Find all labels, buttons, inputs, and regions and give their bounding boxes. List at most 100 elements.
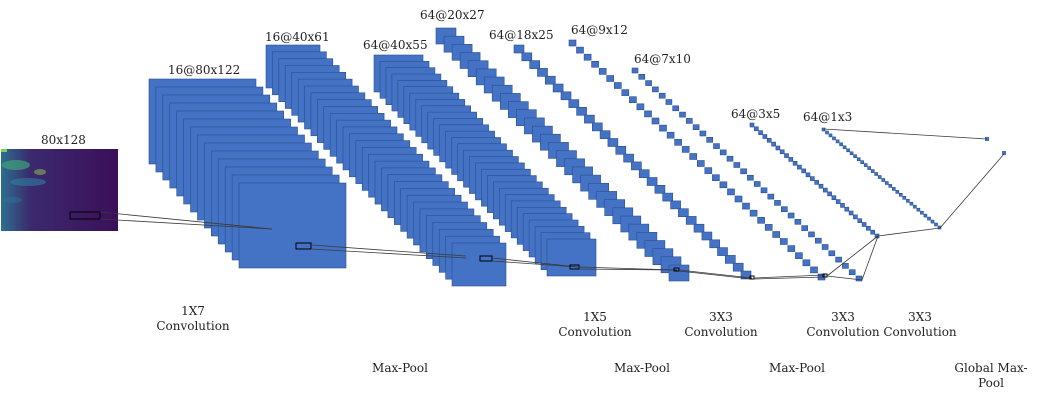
feature-map <box>658 92 666 99</box>
feature-map <box>764 224 773 231</box>
feature-map <box>855 275 863 282</box>
feature-map <box>848 269 856 276</box>
connector-line <box>939 153 1005 229</box>
feature-map <box>599 130 611 139</box>
feature-map <box>839 142 843 147</box>
feature-map <box>749 209 758 217</box>
feature-map <box>685 216 697 225</box>
feature-map <box>568 99 580 108</box>
feature-map <box>888 184 893 188</box>
op-type: Convolution <box>806 325 880 339</box>
feature-map <box>788 157 794 162</box>
feature-map <box>913 204 917 209</box>
feature-map <box>712 174 720 181</box>
feature-map <box>584 114 595 124</box>
feature-map <box>552 83 564 93</box>
layer-9-label: 64@1x3 <box>803 110 853 124</box>
feature-map <box>853 214 858 220</box>
feature-map <box>842 263 849 269</box>
connector-line <box>578 268 678 271</box>
kernel-connectors <box>99 128 1005 281</box>
feature-map <box>693 223 705 233</box>
kernel-box <box>479 255 493 262</box>
feature-map <box>742 202 750 210</box>
connector-line <box>310 244 467 257</box>
feature-map <box>795 252 803 259</box>
layer-7-label: 64@7x10 <box>634 52 691 66</box>
feature-map <box>805 172 811 178</box>
feature-map-stack-1 <box>148 78 347 269</box>
feature-map <box>529 60 541 69</box>
feature-map <box>726 155 734 162</box>
feature-map <box>753 181 761 187</box>
feature-map <box>740 270 752 280</box>
feature-map <box>825 130 829 135</box>
feature-map <box>895 190 900 194</box>
feature-map <box>734 195 743 203</box>
feature-map <box>775 145 781 151</box>
feature-map <box>696 160 705 167</box>
feature-map <box>772 231 781 238</box>
feature-map <box>902 196 907 200</box>
feature-map <box>757 217 765 224</box>
feature-map <box>891 187 896 191</box>
feature-map <box>662 192 674 202</box>
feature-map <box>672 105 680 112</box>
connector-line <box>491 260 579 268</box>
feature-map <box>646 177 658 186</box>
feature-map <box>606 75 615 82</box>
feature-map <box>753 126 759 132</box>
feature-map <box>881 178 886 182</box>
feature-map <box>651 117 660 125</box>
feature-map <box>808 231 815 238</box>
layer-3-label: 64@40x55 <box>363 38 428 52</box>
layer-1-label: 16@80x122 <box>168 63 241 77</box>
feature-map <box>719 181 728 189</box>
kernel-box <box>673 267 680 272</box>
feature-map-stack-4 <box>435 27 690 282</box>
op-1x7-convolution: 1X7 Convolution <box>150 304 236 334</box>
feature-map-stack-2 <box>265 44 507 287</box>
op-type: Max-Pool <box>372 361 428 375</box>
feature-map <box>840 203 845 208</box>
feature-map <box>583 53 592 61</box>
feature-map <box>732 262 744 272</box>
feature-map <box>636 103 645 111</box>
connector-line <box>491 257 579 268</box>
feature-map <box>747 174 754 181</box>
op-kernel-size: 3X3 <box>709 310 733 324</box>
output-node-2 <box>1002 151 1006 155</box>
connector-line <box>99 211 273 230</box>
connector-line <box>678 269 753 279</box>
layer-6-label: 64@9x12 <box>571 23 628 37</box>
connector-line <box>99 218 273 230</box>
connector-line <box>678 270 753 280</box>
feature-map <box>665 99 673 105</box>
feature-map <box>678 208 689 217</box>
feature-map <box>802 259 811 267</box>
feature-map <box>835 139 840 144</box>
layer-2-label: 16@40x61 <box>265 30 330 44</box>
op-type: Global Max- <box>954 361 1028 375</box>
feature-map <box>724 255 736 264</box>
feature-map <box>638 169 650 178</box>
feature-map <box>828 133 833 138</box>
feature-map <box>615 146 627 155</box>
op-kernel-size: 3X3 <box>908 310 932 324</box>
feature-map <box>780 206 788 212</box>
feature-map <box>809 176 815 181</box>
feature-map <box>909 201 914 206</box>
feature-map <box>652 86 659 93</box>
feature-map <box>849 151 854 156</box>
op-max-pool-3: Max-Pool <box>757 361 837 376</box>
op-3x3-convolution-1: 3X3 Convolution <box>678 310 764 340</box>
op-type: Max-Pool <box>769 361 825 375</box>
feature-map-stack-3 <box>373 54 597 277</box>
feature-map <box>717 247 728 256</box>
feature-map <box>787 212 795 219</box>
feature-map-stack-7 <box>631 67 863 282</box>
feature-map <box>818 183 824 189</box>
feature-map <box>787 245 796 252</box>
feature-map <box>689 153 698 160</box>
feature-map <box>779 238 788 245</box>
